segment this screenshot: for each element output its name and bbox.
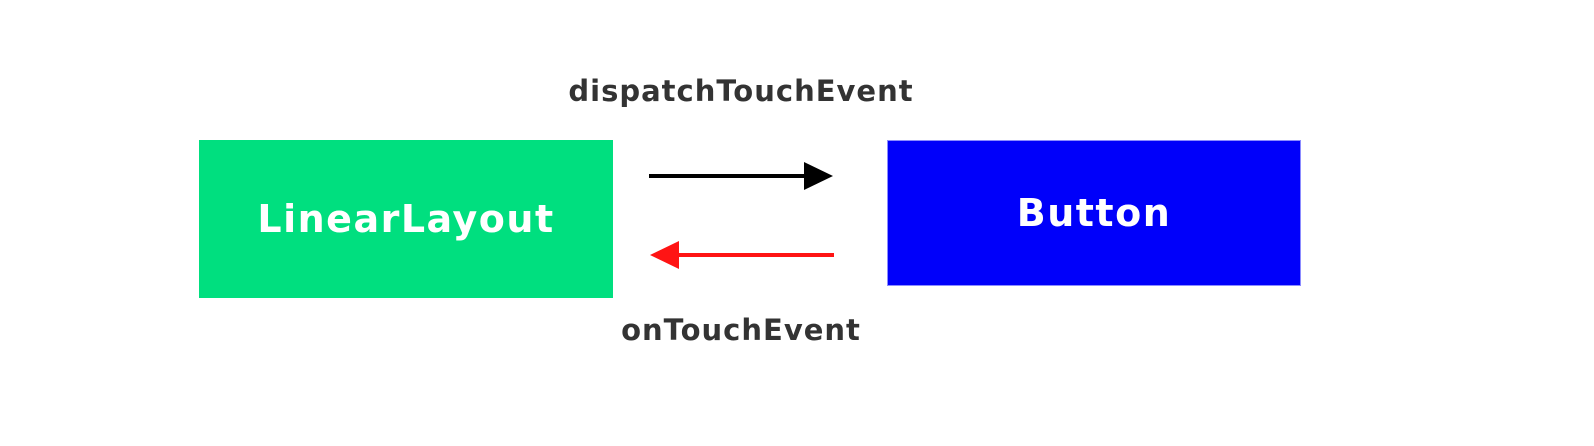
- button-node-label: Button: [1016, 191, 1172, 235]
- button-node: Button: [887, 140, 1301, 286]
- on-touch-arrow: [650, 241, 834, 269]
- on-touch-event-label: onTouchEvent: [621, 313, 861, 347]
- dispatch-arrow-head: [804, 162, 833, 190]
- on-touch-arrow-head: [650, 241, 679, 269]
- linearlayout-label: LinearLayout: [257, 197, 555, 241]
- linearlayout-node: LinearLayout: [199, 140, 613, 298]
- dispatch-arrow: [649, 162, 833, 190]
- dispatch-touch-event-label: dispatchTouchEvent: [568, 74, 914, 108]
